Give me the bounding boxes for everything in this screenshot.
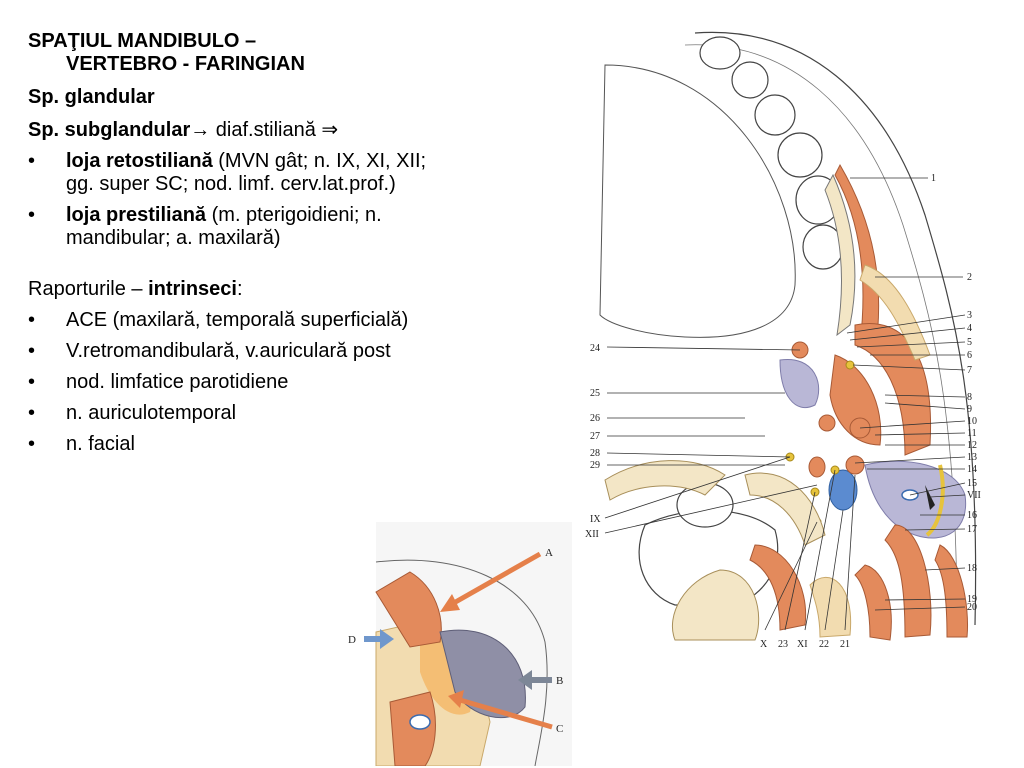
- arrow-a-icon: [440, 551, 542, 612]
- slide-title: SPAŢIUL MANDIBULO – VERTEBRO - FARINGIAN: [28, 30, 458, 76]
- figure-label: 28: [590, 448, 600, 459]
- anatomical-cross-section-figure: 1 2 3 4 5 6 7 8 9 10 11 12 13 14 15 VII …: [585, 31, 981, 650]
- sp-subglandular: Sp. subglandular→ diaf.stiliană ⇒: [28, 119, 458, 142]
- figure-label: VII: [967, 490, 981, 501]
- figure-label: 13: [967, 452, 977, 463]
- figure-label: 10: [967, 416, 977, 427]
- sp-glandular: Sp. glandular: [28, 86, 155, 108]
- bullet-loja-prestiliana: loja prestiliană (m. pterigoidieni; n. m…: [28, 204, 458, 250]
- bullet-raport: n. facial: [28, 433, 458, 456]
- raporturile-suffix: :: [236, 278, 243, 300]
- sp-subglandular-bold: Sp. subglandular: [28, 119, 191, 141]
- title-line-2: VERTEBRO - FARINGIAN: [66, 53, 305, 75]
- bullet-bold-text: loja prestiliană: [66, 204, 207, 226]
- arrow-c-icon: [448, 690, 553, 730]
- text-panel: SPAŢIUL MANDIBULO – VERTEBRO - FARINGIAN…: [28, 30, 458, 456]
- figure-label: XII: [585, 529, 599, 540]
- figure-label: 8: [967, 392, 972, 403]
- figure-label: XI: [797, 639, 808, 650]
- figure-label: 11: [967, 428, 977, 439]
- bullet-raport: n. auriculotemporal: [28, 402, 458, 425]
- bullet-raport: ACE (maxilară, temporală superficială): [28, 309, 458, 332]
- figure-label: 17: [967, 524, 977, 535]
- title-line-1: SPAŢIUL MANDIBULO –: [28, 30, 257, 52]
- arrow-d-icon: [364, 629, 394, 649]
- figure-label: IX: [590, 514, 601, 525]
- figure-label: 27: [590, 431, 600, 442]
- figure-label: 3: [967, 310, 972, 321]
- sp-subglandular-rest: → diaf.stiliană ⇒: [190, 119, 339, 141]
- figure-label: X: [760, 639, 768, 650]
- inset-label: C: [556, 723, 563, 735]
- inset-label: A: [545, 547, 553, 559]
- figure-label: 1: [931, 173, 936, 184]
- bullet-raport: V.retromandibulară, v.auriculară post: [28, 340, 458, 363]
- figure-label: 7: [967, 365, 972, 376]
- bullet-text: (m. pterigoidieni; n. mandibular; a. max…: [66, 204, 382, 249]
- raporturile-prefix: Raporturile –: [28, 278, 149, 300]
- figure-label: 12: [967, 440, 977, 451]
- figure-label: 23: [778, 639, 788, 650]
- bullet-bold-text: loja retostiliană: [66, 150, 213, 172]
- figure-label: 20: [967, 602, 977, 613]
- teeth-icon: [699, 36, 844, 270]
- figure-label: 24: [590, 343, 600, 354]
- figure-label: 14: [967, 464, 977, 475]
- figure-label: 15: [967, 478, 977, 489]
- figure-label: 5: [967, 337, 972, 348]
- figure-label: 6: [967, 350, 972, 361]
- figure-label: 22: [819, 639, 829, 650]
- figure-label: 2: [967, 272, 972, 283]
- bullet-loja-retostiliana: loja retostiliană (MVN gât; n. IX, XI, X…: [28, 150, 458, 196]
- bullet-text: (MVN gât; n. IX, XI, XII; gg. super SC; …: [66, 150, 427, 195]
- inset-label: D: [348, 634, 356, 646]
- figure-label: 4: [967, 323, 972, 334]
- figure-label: 16: [967, 510, 977, 521]
- figure-label: 9: [967, 404, 972, 415]
- inset-illustration: A B C D: [340, 522, 572, 766]
- raporturile-bold: intrinseci: [148, 278, 237, 300]
- figure-label: 26: [590, 413, 600, 424]
- raporturile-heading: Raporturile – intrinseci:: [28, 278, 458, 301]
- figure-label: 25: [590, 388, 600, 399]
- inset-label: B: [556, 675, 563, 687]
- figure-label: 21: [840, 639, 850, 650]
- figure-label: 19: [967, 594, 977, 605]
- arrow-b-icon: [518, 670, 552, 690]
- figure-label: 29: [590, 460, 600, 471]
- bullet-raport: nod. limfatice parotidiene: [28, 371, 458, 394]
- figure-label: 18: [967, 563, 977, 574]
